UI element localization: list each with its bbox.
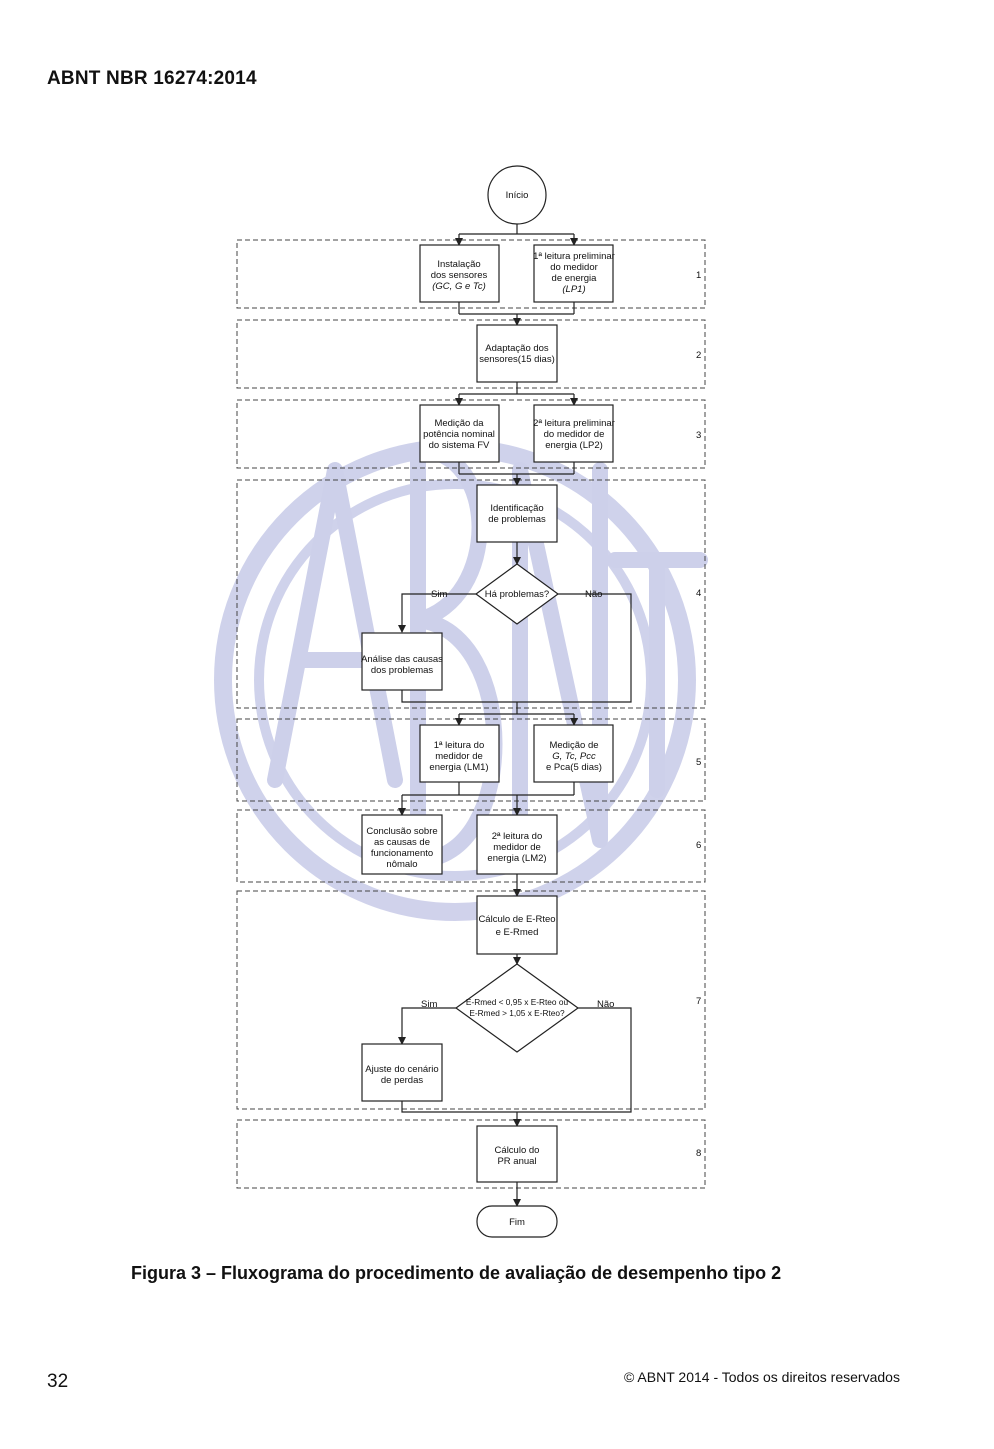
adjust-line-2: de perdas — [381, 1075, 424, 1086]
start-node — [487, 165, 547, 225]
lm2-line-2: medidor de — [493, 842, 541, 853]
identify-line-2: de problemas — [488, 514, 546, 525]
condition-decision — [454, 963, 580, 1053]
nominal-power-line-2: potência nominal — [423, 429, 495, 440]
sensors-install-line-3: (GC, G e Tc) — [432, 281, 486, 292]
conclusion-line-4: nômalo — [386, 859, 417, 870]
yes-label-2: Sim — [421, 999, 437, 1010]
end-label: Fim — [509, 1217, 525, 1228]
conclusion-line-2: as causas de — [374, 837, 430, 848]
sensors-install-box — [419, 244, 500, 303]
lm1-box — [419, 724, 500, 783]
section-number-5: 5 — [696, 757, 701, 768]
section-number-2: 2 — [696, 350, 701, 361]
nominal-power-line-3: do sistema FV — [429, 440, 490, 451]
has-problems-label: Há problemas? — [485, 589, 549, 600]
section-box-5 — [236, 718, 706, 802]
calc-pr-line-1: Cálculo do — [495, 1145, 540, 1156]
adaptation-line-1: Adaptação dos — [485, 343, 549, 354]
yes-label-1: Sim — [431, 589, 447, 600]
measure-g-line-2: G, Tc, Pcc — [552, 751, 596, 762]
section-number-3: 3 — [696, 430, 701, 441]
calc-pr-line-2: PR anual — [497, 1156, 536, 1167]
identify-problems-box — [476, 484, 558, 543]
lp1-line-3: de energia — [552, 273, 598, 284]
lm2-line-3: energia (LM2) — [487, 853, 546, 864]
copyright-notice: © ABNT 2014 - Todos os direitos reservad… — [624, 1369, 900, 1385]
section-box-1 — [236, 239, 706, 309]
condition-line-2: E-Rmed > 1,05 x E-Rteo? — [469, 1008, 565, 1018]
page-number: 32 — [47, 1371, 69, 1392]
has-problems-decision — [474, 563, 560, 625]
lp1-line-1: 1ª leitura preliminar — [533, 251, 615, 262]
analysis-line-1: Análise das causas — [361, 654, 443, 665]
lp2-line-2: do medidor de — [544, 429, 605, 440]
calc-e-line-1: Cálculo de E-Rteo — [478, 914, 555, 925]
no-label-2: Não — [597, 999, 614, 1010]
lm2-box — [476, 814, 558, 875]
figure-caption: Figura 3 – Fluxograma do procedimento de… — [131, 1263, 782, 1283]
measure-g-line-3: e Pca(5 dias) — [546, 762, 602, 773]
lm1-line-1: 1ª leitura do — [434, 740, 485, 751]
conclusion-box — [361, 814, 443, 875]
condition-line-1: E-Rmed < 0,95 x E-Rteo ou — [466, 997, 569, 1007]
lm1-line-2: medidor de — [435, 751, 483, 762]
lm1-line-3: energia (LM1) — [429, 762, 488, 773]
identify-line-1: Identificação — [490, 503, 543, 514]
section-number-1: 1 — [696, 270, 701, 281]
conclusion-line-1: Conclusão sobre — [366, 826, 437, 837]
lp2-box — [533, 404, 614, 463]
analysis-box — [361, 632, 443, 691]
section-box-2 — [236, 319, 706, 389]
section-box-3 — [236, 399, 706, 469]
measure-g-line-1: Medição de — [549, 740, 598, 751]
sensors-install-line-1: Instalação — [437, 259, 480, 270]
lm2-line-1: 2ª leitura do — [492, 831, 543, 842]
no-label-1: Não — [585, 589, 602, 600]
conclusion-line-3: funcionamento — [371, 848, 433, 859]
adjust-line-1: Ajuste do cenário — [365, 1064, 438, 1075]
section-number-4: 4 — [696, 588, 701, 599]
section-number-7: 7 — [696, 996, 701, 1007]
adjust-box — [361, 1043, 443, 1102]
sensors-install-line-2: dos sensores — [431, 270, 488, 281]
nominal-power-line-1: Medição da — [434, 418, 484, 429]
calc-e-box — [476, 895, 558, 955]
document-header: ABNT NBR 16274:2014 — [47, 68, 257, 89]
section-box-8 — [236, 1119, 706, 1189]
end-node — [476, 1205, 558, 1238]
start-label: Início — [506, 190, 529, 201]
analysis-line-2: dos problemas — [371, 665, 434, 676]
lp1-line-2: do medidor — [550, 262, 598, 273]
lp1-box — [533, 244, 614, 303]
lp2-line-3: energia (LP2) — [545, 440, 603, 451]
lp2-line-1: 2ª leitura preliminar — [533, 418, 615, 429]
lp1-line-4: (LP1) — [562, 284, 585, 295]
measure-g-box — [533, 724, 614, 783]
adaptation-line-2: sensores(15 dias) — [479, 354, 555, 365]
section-box-6 — [236, 809, 706, 883]
nominal-power-box — [419, 404, 500, 463]
section-number-8: 8 — [696, 1148, 701, 1159]
adaptation-box — [476, 324, 558, 383]
section-box-4 — [236, 479, 706, 709]
calc-pr-box — [476, 1125, 558, 1183]
section-number-6: 6 — [696, 840, 701, 851]
section-box-7 — [236, 890, 706, 1110]
calc-e-line-2: e E-Rmed — [496, 927, 539, 938]
